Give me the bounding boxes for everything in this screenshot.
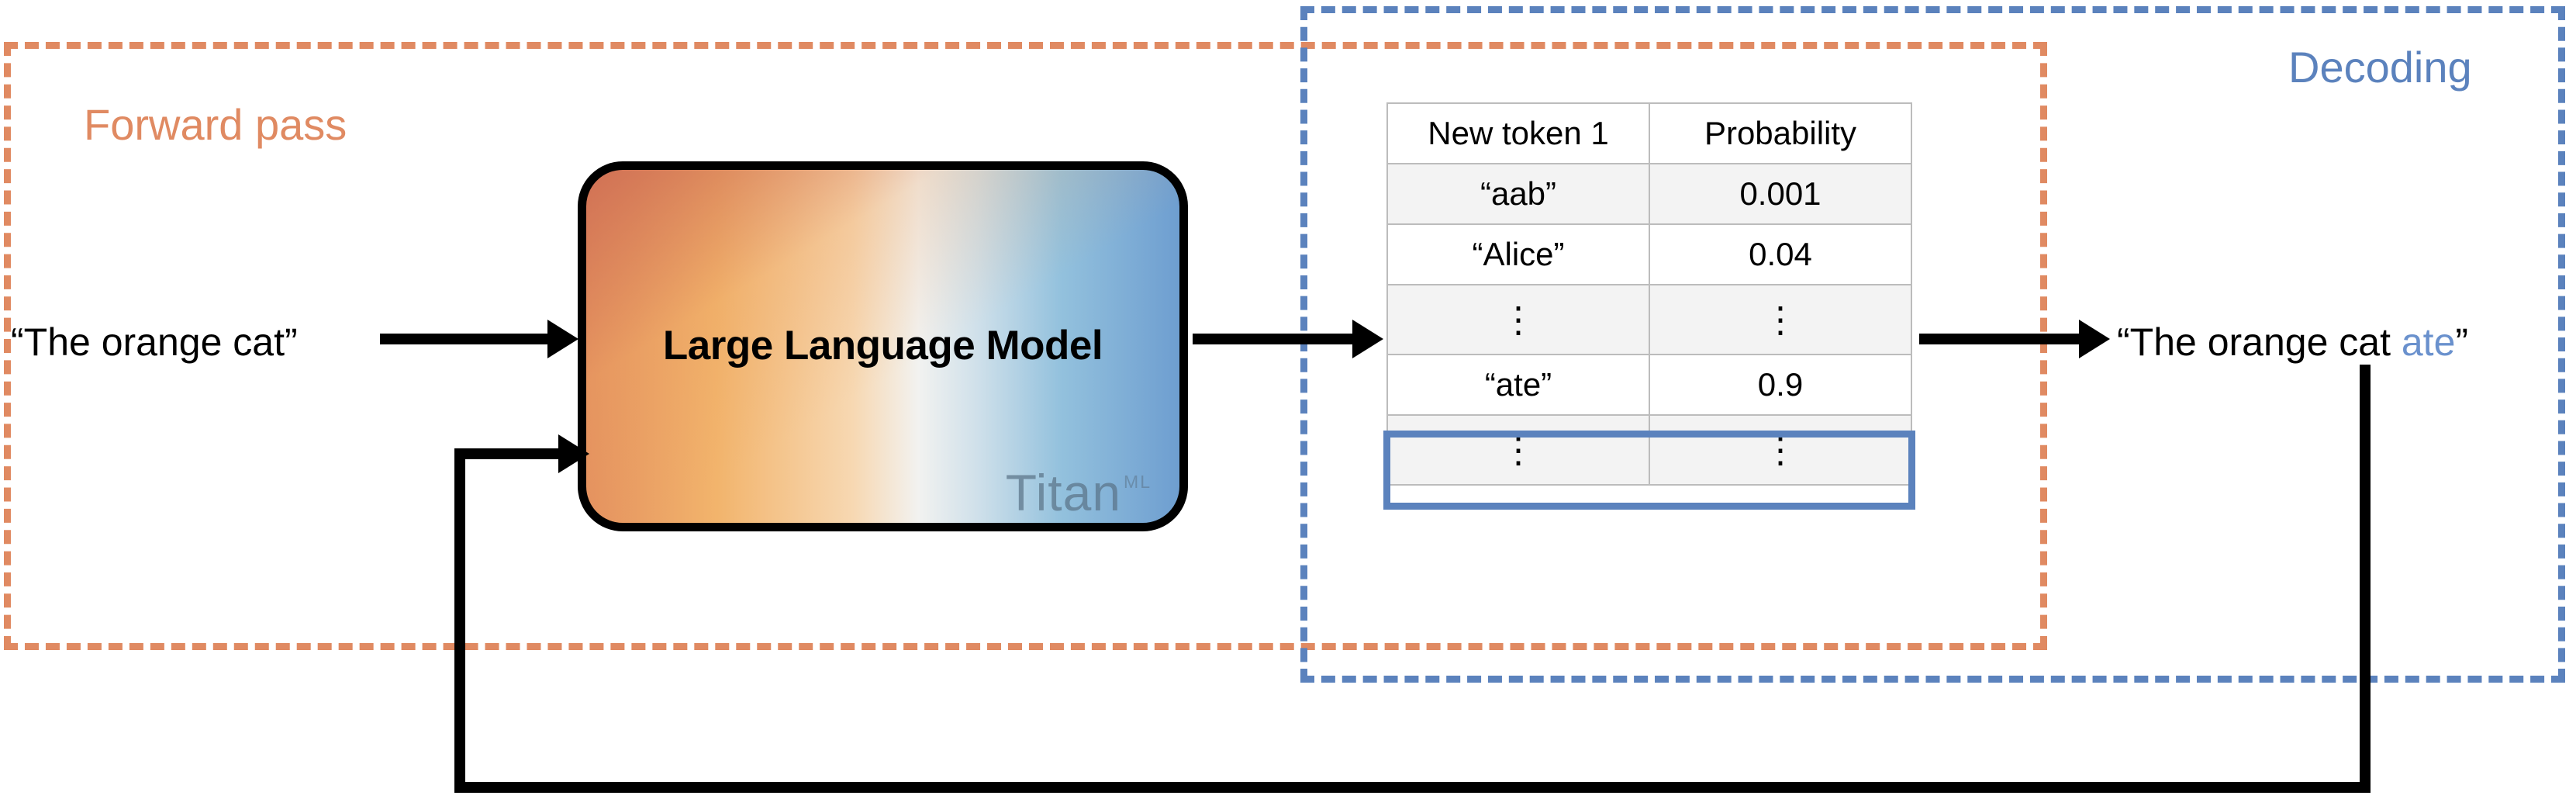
- output-prefix: “The orange cat: [2117, 320, 2402, 364]
- titan-ml-logo: Titan ML: [1006, 467, 1152, 518]
- arrow-model-to-table-line: [1193, 334, 1355, 344]
- token-cell: ⋮: [1386, 414, 1650, 486]
- table-row: ⋮⋮: [1386, 414, 1912, 486]
- table-body: “aab”0.001“Alice”0.04⋮⋮“ate”0.9⋮⋮: [1386, 163, 1912, 486]
- decoding-label: Decoding: [2288, 43, 2472, 92]
- output-sequence-text: “The orange cat ate”: [2117, 320, 2468, 365]
- table-row: “aab”0.001: [1386, 163, 1912, 225]
- output-suffix: ”: [2455, 320, 2469, 364]
- selected-probability-cell: 0.9: [1649, 354, 1912, 416]
- feedback-loop-up-segment: [454, 448, 465, 787]
- table-header-token: New token 1: [1386, 102, 1650, 164]
- probability-cell: 0.04: [1649, 223, 1912, 285]
- forward-pass-label: Forward pass: [84, 100, 347, 149]
- output-new-token: ate: [2401, 320, 2456, 364]
- table-row: ⋮⋮: [1386, 284, 1912, 355]
- arrow-table-to-output-line: [1919, 334, 2082, 344]
- token-cell: “aab”: [1386, 163, 1650, 225]
- arrow-input-to-model-line: [380, 334, 551, 344]
- feedback-loop-bottom-segment: [454, 782, 2371, 793]
- probability-cell: ⋮: [1649, 284, 1912, 355]
- table-row: “Alice”0.04: [1386, 223, 1912, 285]
- decoding-region: [1300, 6, 2565, 683]
- titan-logo-wordmark: Titan: [1005, 464, 1122, 521]
- forward-pass-region: [4, 42, 2047, 650]
- probability-cell: 0.001: [1649, 163, 1912, 225]
- model-label: Large Language Model: [662, 323, 1103, 368]
- arrow-model-to-table-head: [1352, 320, 1383, 358]
- token-cell: ⋮: [1386, 284, 1650, 355]
- feedback-loop-arrow-head: [558, 434, 589, 473]
- input-prompt-text: “The orange cat”: [11, 320, 298, 364]
- arrow-table-to-output-head: [2079, 320, 2110, 358]
- table-header-row: New token 1 Probability: [1386, 102, 1912, 164]
- arrow-input-to-model-head: [547, 320, 578, 358]
- feedback-loop-down-segment: [2360, 365, 2371, 793]
- feedback-loop-right-segment: [454, 448, 563, 459]
- selected-token-cell: “ate”: [1386, 354, 1650, 416]
- titan-logo-ml-suffix: ML: [1124, 472, 1152, 492]
- token-cell: “Alice”: [1386, 223, 1650, 285]
- probability-cell: ⋮: [1649, 414, 1912, 486]
- large-language-model-box: Large Language Model Titan ML: [578, 161, 1188, 531]
- table-row: “ate”0.9: [1386, 354, 1912, 416]
- token-probability-table: New token 1 Probability “aab”0.001“Alice…: [1386, 102, 1912, 486]
- table-header-probability: Probability: [1649, 102, 1912, 164]
